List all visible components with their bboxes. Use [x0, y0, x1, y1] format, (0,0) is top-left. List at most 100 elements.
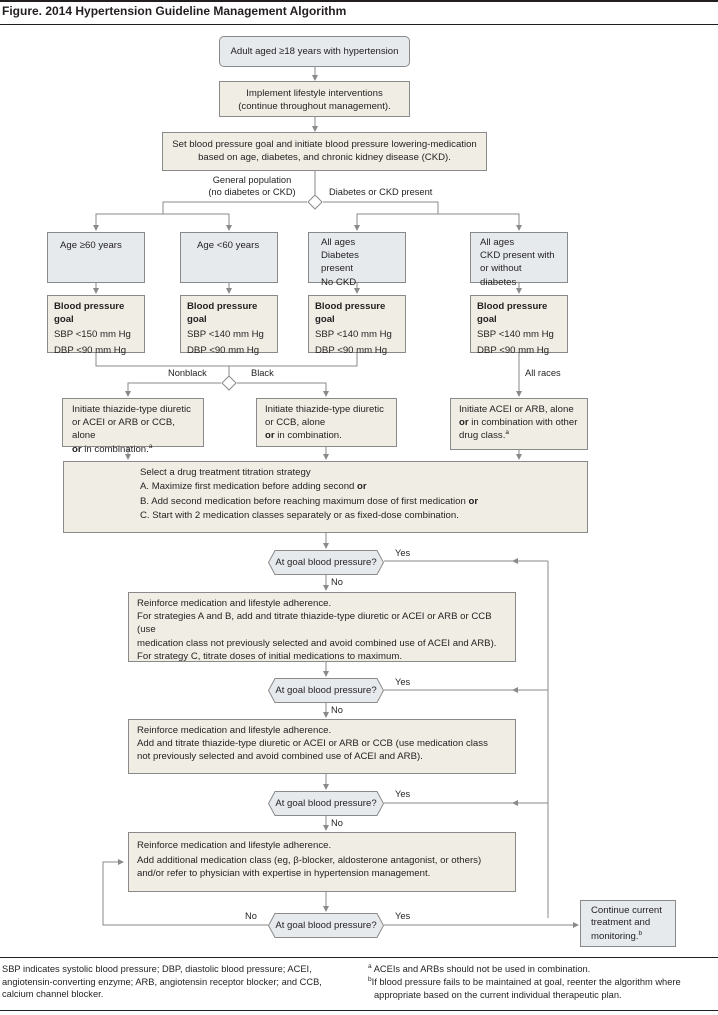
goal-box-age-under-60: Blood pressure goal SBP <140 mm Hg DBP <… — [180, 295, 278, 356]
title-rule — [0, 24, 718, 25]
footnote-a: a ACEIs and ARBs should not be used in c… — [368, 963, 716, 976]
goal-dbp: DBP <90 mm Hg — [477, 344, 550, 356]
lifestyle-line-1: Implement lifestyle interventions — [246, 88, 383, 99]
or-bold: or — [265, 430, 275, 442]
group-ckd: All ages CKD present with or without dia… — [470, 232, 568, 288]
or-bold: or — [468, 495, 479, 507]
continue-line-3: monitoring.b — [591, 930, 665, 944]
diabetes-decision-diamond — [307, 194, 323, 210]
group-ckd-line-1: All ages — [480, 237, 515, 248]
yes-label-1: Yes — [395, 548, 411, 558]
goal-heading: Blood pressure goal — [477, 301, 548, 326]
branch-general-line-1: General population — [212, 175, 292, 185]
group-age-under-60: Age <60 years — [180, 232, 278, 283]
step1-line-2: For strategies A and B, add and titrate … — [137, 611, 492, 636]
step3-box: Reinforce medication and lifestyle adher… — [128, 832, 516, 892]
initiate-black-box: Initiate thiazide-type diuretic or CCB, … — [256, 398, 397, 447]
bottom-rule — [0, 1010, 718, 1011]
or-bold: or — [357, 481, 367, 493]
goal-question-text: At goal blood pressure? — [275, 557, 377, 568]
step1-line-3: medication class not previously selected… — [137, 637, 497, 649]
strategy-option-a: A. Maximize first medication before addi… — [140, 480, 587, 494]
no-label-2: No — [331, 705, 343, 715]
continue-line-2: treatment and — [591, 917, 651, 929]
black-label: Black — [251, 368, 274, 378]
initiate-ckd-box: Initiate ACEI or ARB, alone or in combin… — [450, 398, 588, 450]
start-box: Adult aged ≥18 years with hypertension — [219, 36, 410, 67]
branch-general-label: General population (no diabetes or CKD) — [206, 175, 298, 198]
footnote-abbreviations-line-3: calcium channel blocker. — [2, 989, 104, 1000]
hexagon-shape — [268, 678, 384, 703]
hexagon-shape — [268, 913, 384, 938]
footnote-mark-b: b — [638, 929, 643, 937]
initiate-black-line-3: or in combination. — [265, 429, 388, 442]
set-goal-box: Set blood pressure goal and initiate blo… — [162, 132, 487, 171]
footnote-a-text: ACEIs and ARBs should not be used in com… — [373, 964, 591, 975]
group-age-under-60-text: Age <60 years — [197, 240, 260, 251]
strategy-option-b-text: B. Add second medication before reaching… — [140, 495, 466, 507]
initiate-nonblack-box: Initiate thiazide-type diuretic or ACEI … — [62, 398, 204, 455]
footnote-mark-a: a — [148, 442, 153, 450]
goal-box-ckd: Blood pressure goal SBP <140 mm Hg DBP <… — [470, 295, 568, 356]
yes-label-3: Yes — [395, 789, 411, 799]
initiate-black-line-1: Initiate thiazide-type diuretic — [265, 404, 384, 415]
continue-line-1: Continue current — [591, 905, 662, 916]
step2-line-2: Add and titrate thiazide-type diuretic o… — [137, 738, 488, 750]
initiate-nonblack-line-1: Initiate thiazide-type diuretic — [72, 404, 191, 415]
initiate-ckd-line-2-text: in combination with other — [471, 417, 578, 429]
group-diabetes-line-3: No CKD — [321, 276, 357, 288]
footnote-b-line-1: bIf blood pressure fails to be maintaine… — [368, 976, 716, 989]
footnote-mark-a: a — [505, 429, 510, 437]
or-bold: or — [459, 417, 469, 429]
initiate-ckd-line-3: drug class.a — [459, 429, 579, 442]
footnote-rule — [0, 957, 718, 958]
lifestyle-line-2: (continue throughout management). — [238, 101, 391, 113]
goal-box-diabetes: Blood pressure goal SBP <140 mm Hg DBP <… — [308, 295, 406, 356]
goal-heading: Blood pressure goal — [315, 301, 386, 326]
strategy-box: Select a drug treatment titration strate… — [63, 461, 588, 533]
nonblack-label: Nonblack — [168, 368, 207, 378]
step3-line-1: Reinforce medication and lifestyle adher… — [137, 840, 332, 851]
goal-heading: Blood pressure goal — [54, 301, 125, 326]
group-diabetes-line-1: All ages — [321, 237, 356, 248]
continue-line-3-text: monitoring. — [591, 931, 639, 943]
goal-question-text: At goal blood pressure? — [275, 685, 377, 696]
goal-question-1: At goal blood pressure? — [268, 550, 384, 575]
initiate-nonblack-line-3-text: in combination. — [84, 443, 149, 455]
group-age-60-plus-text: Age ≥60 years — [60, 240, 122, 251]
yes-label-2: Yes — [395, 677, 411, 687]
initiate-ckd-line-3-text: drug class. — [459, 430, 506, 442]
footnote-b-line-1-text: If blood pressure fails to be maintained… — [371, 977, 681, 988]
or-bold: or — [72, 443, 82, 455]
footnote-b-mark: b — [368, 976, 372, 983]
initiate-nonblack-line-2: or ACEI or ARB or CCB, alone — [72, 417, 175, 442]
initiate-ckd-line-2: or in combination with other — [459, 416, 579, 429]
group-age-60-plus: Age ≥60 years — [47, 232, 145, 283]
initiate-black-line-2: or CCB, alone — [265, 417, 326, 429]
group-ckd-line-2: CKD present with — [480, 250, 555, 262]
continue-box: Continue current treatment and monitorin… — [580, 900, 676, 947]
hexagon-shape — [268, 791, 384, 816]
hexagon-shape — [268, 550, 384, 575]
set-goal-line-2: based on age, diabetes, and chronic kidn… — [198, 152, 451, 164]
goal-question-2: At goal blood pressure? — [268, 678, 384, 703]
strategy-option-b: B. Add second medication before reaching… — [140, 495, 587, 509]
no-label-4: No — [245, 911, 257, 921]
goal-sbp: SBP <150 mm Hg — [54, 329, 131, 341]
step3-line-2: Add additional medication class (eg, β-b… — [137, 855, 482, 867]
no-label-1: No — [331, 577, 343, 587]
strategy-option-c: C. Start with 2 medication classes separ… — [140, 510, 459, 522]
branch-general-line-2: (no diabetes or CKD) — [208, 186, 296, 197]
footnote-b-line-2: appropriate based on the current individ… — [374, 989, 622, 1000]
goal-box-age-60-plus: Blood pressure goal SBP <150 mm Hg DBP <… — [47, 295, 145, 356]
goal-dbp: DBP <90 mm Hg — [315, 344, 388, 356]
initiate-nonblack-line-3: or in combination.a — [72, 443, 194, 456]
strategy-heading: Select a drug treatment titration strate… — [140, 467, 311, 478]
footnote-abbreviations-line-1: SBP indicates systolic blood pressure; D… — [2, 964, 312, 974]
lifestyle-box: Implement lifestyle interventions (conti… — [219, 81, 410, 117]
initiate-black-line-3-text: in combination. — [277, 430, 342, 442]
footnote-a-mark: a — [368, 963, 372, 970]
group-diabetes: All ages Diabetes present No CKD — [308, 232, 406, 288]
goal-heading: Blood pressure goal — [187, 301, 258, 326]
